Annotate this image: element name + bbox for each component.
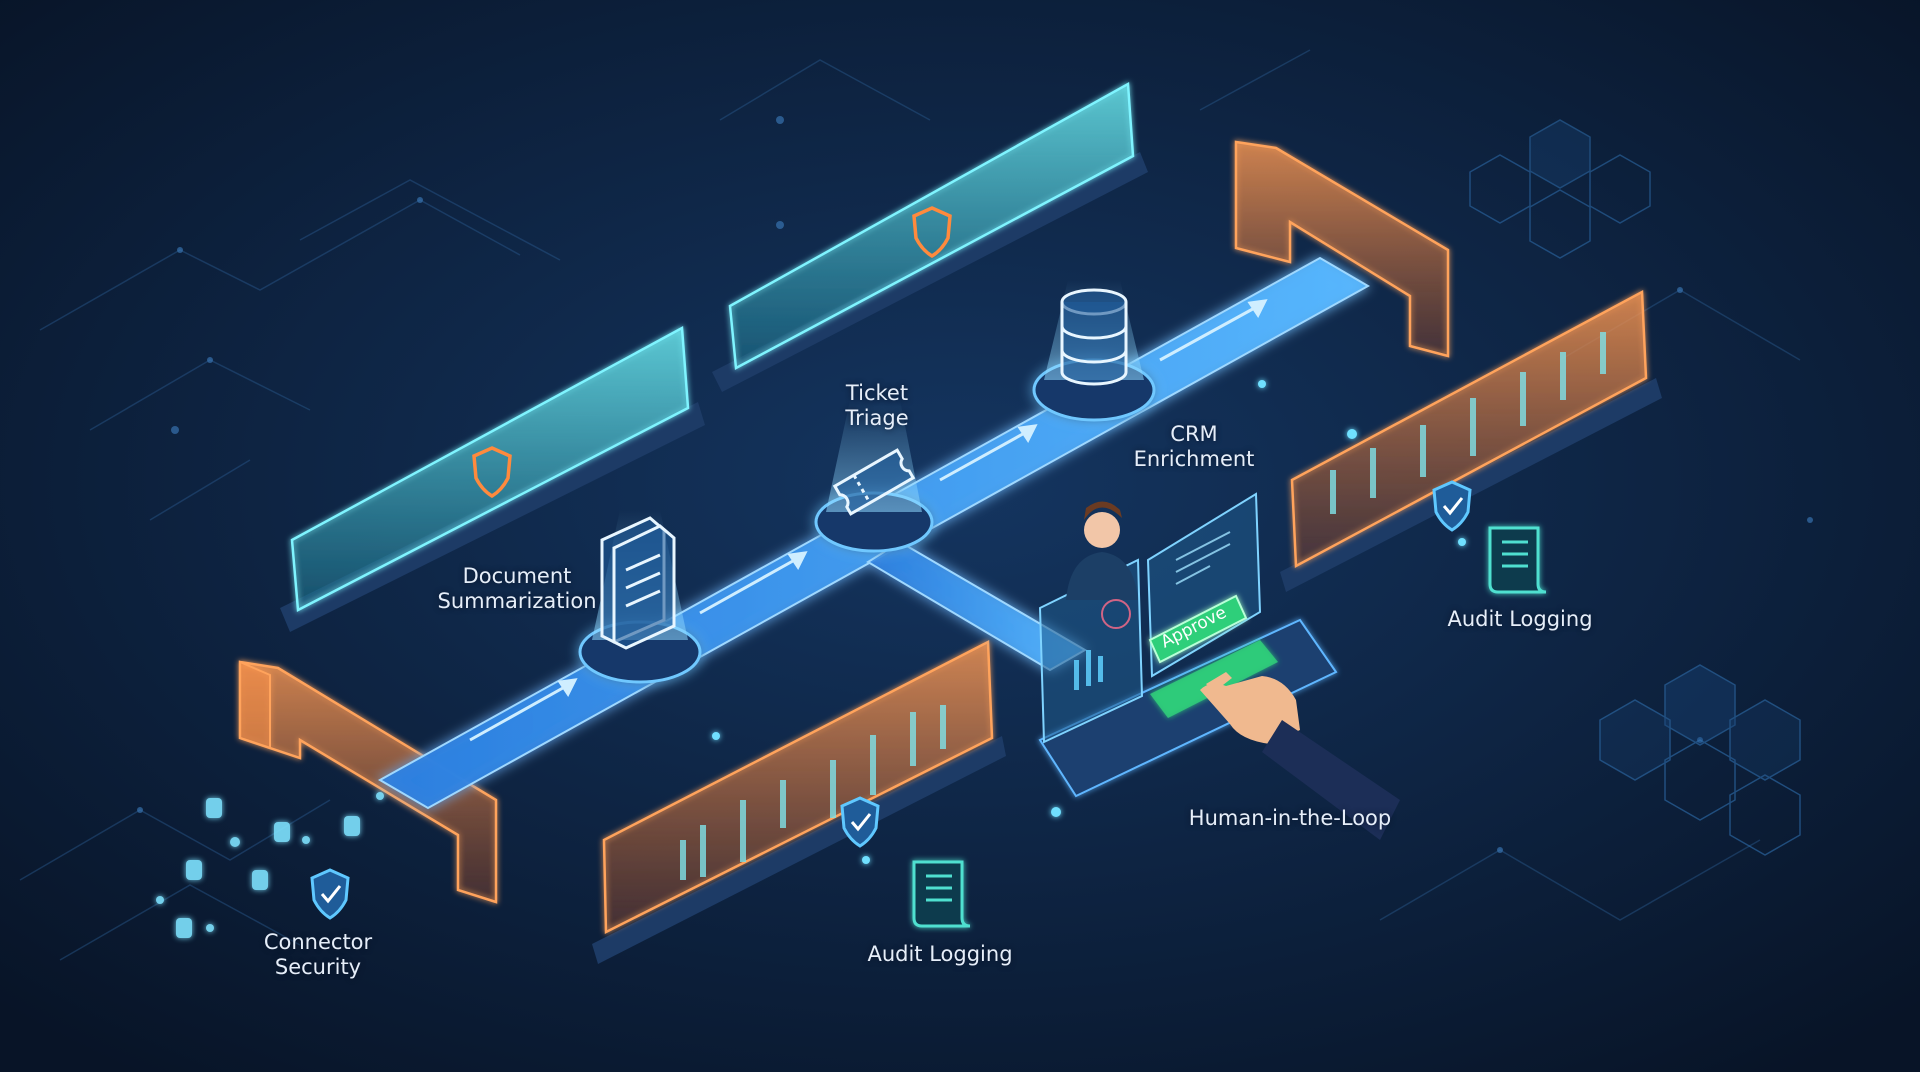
control-label-audit-logging-bottom: Audit Logging [867, 942, 1013, 966]
control-label-connector-security: Connector Security [263, 930, 373, 979]
approve-pad [1150, 640, 1278, 718]
stage-node-crm-enrichment [1032, 280, 1156, 422]
shield-icon [472, 446, 512, 499]
shield-icon [912, 206, 952, 259]
guardrail-panel-top [712, 81, 1148, 392]
stage-node-document-summarization [578, 510, 702, 684]
ticket-icon [832, 448, 916, 516]
control-label-human-in-the-loop: Human-in-the-Loop [1188, 806, 1392, 830]
pointing-hand-icon [1200, 672, 1400, 840]
scroll-log-icon [1488, 526, 1547, 594]
gate-top-right [1234, 140, 1450, 358]
shield-check-icon [310, 868, 350, 920]
flow-arrows [469, 299, 1268, 742]
control-label-audit-logging-right: Audit Logging [1447, 607, 1593, 631]
stage-label-crm-enrichment: CRM Enrichment [1133, 422, 1255, 471]
stage-node-ticket-triage [814, 400, 934, 553]
person-icon [1066, 501, 1138, 600]
hexagon-cluster-top-right [1469, 119, 1651, 259]
shield-check-icon [1432, 480, 1472, 532]
document-stack-icon [600, 516, 676, 650]
human-in-the-loop-console: Approve [1038, 492, 1400, 840]
stage-label-ticket-triage: Ticket Triage [845, 381, 909, 430]
audit-panel-bottom [592, 639, 1006, 964]
audit-panel-right [1280, 289, 1662, 592]
gate-bottom-left [238, 660, 498, 904]
shield-check-icon [840, 796, 880, 848]
connector-data-cluster [156, 792, 384, 938]
trace-nodes [712, 380, 1466, 864]
hexagon-cluster-bottom-right [1599, 664, 1801, 856]
database-icon [1060, 288, 1128, 386]
stage-label-document-summarization: Document Summarization [437, 564, 597, 613]
scroll-log-icon [912, 860, 971, 928]
circuit-dots [137, 116, 1813, 853]
guardrail-panel-left [280, 325, 705, 632]
